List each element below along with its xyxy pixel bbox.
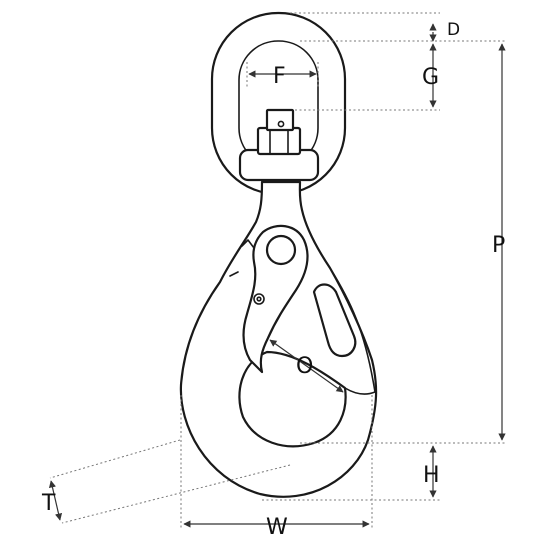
latch-body xyxy=(242,224,309,374)
ext-t-lower xyxy=(61,464,291,524)
label-t: T xyxy=(41,491,56,516)
cotter-pin-hole xyxy=(277,120,285,128)
label-f: F xyxy=(273,64,286,89)
label-p: P xyxy=(492,233,505,258)
nut-body xyxy=(256,126,302,156)
latch-pin-marker xyxy=(253,293,265,305)
swivel-nut xyxy=(238,108,320,182)
safety-latch xyxy=(229,224,357,374)
latch-pin-marker-inner xyxy=(256,296,262,302)
label-d: D xyxy=(447,20,460,40)
label-h: H xyxy=(423,463,440,488)
swivel-eye xyxy=(210,11,347,196)
ext-t-upper xyxy=(49,439,181,479)
arrow-t xyxy=(48,480,63,521)
label-w: W xyxy=(266,515,288,540)
latch-pivot xyxy=(265,234,297,266)
hook-tip-edge xyxy=(329,267,376,395)
dimension-arrows xyxy=(48,23,506,528)
arrow-o xyxy=(269,339,344,393)
bolt-end xyxy=(265,108,295,132)
dimension-labels: D F G P O H T W xyxy=(41,20,505,540)
trigger-lever xyxy=(229,239,255,277)
label-o: O xyxy=(296,354,313,379)
label-g: G xyxy=(422,65,439,90)
extension-lines xyxy=(49,12,505,530)
